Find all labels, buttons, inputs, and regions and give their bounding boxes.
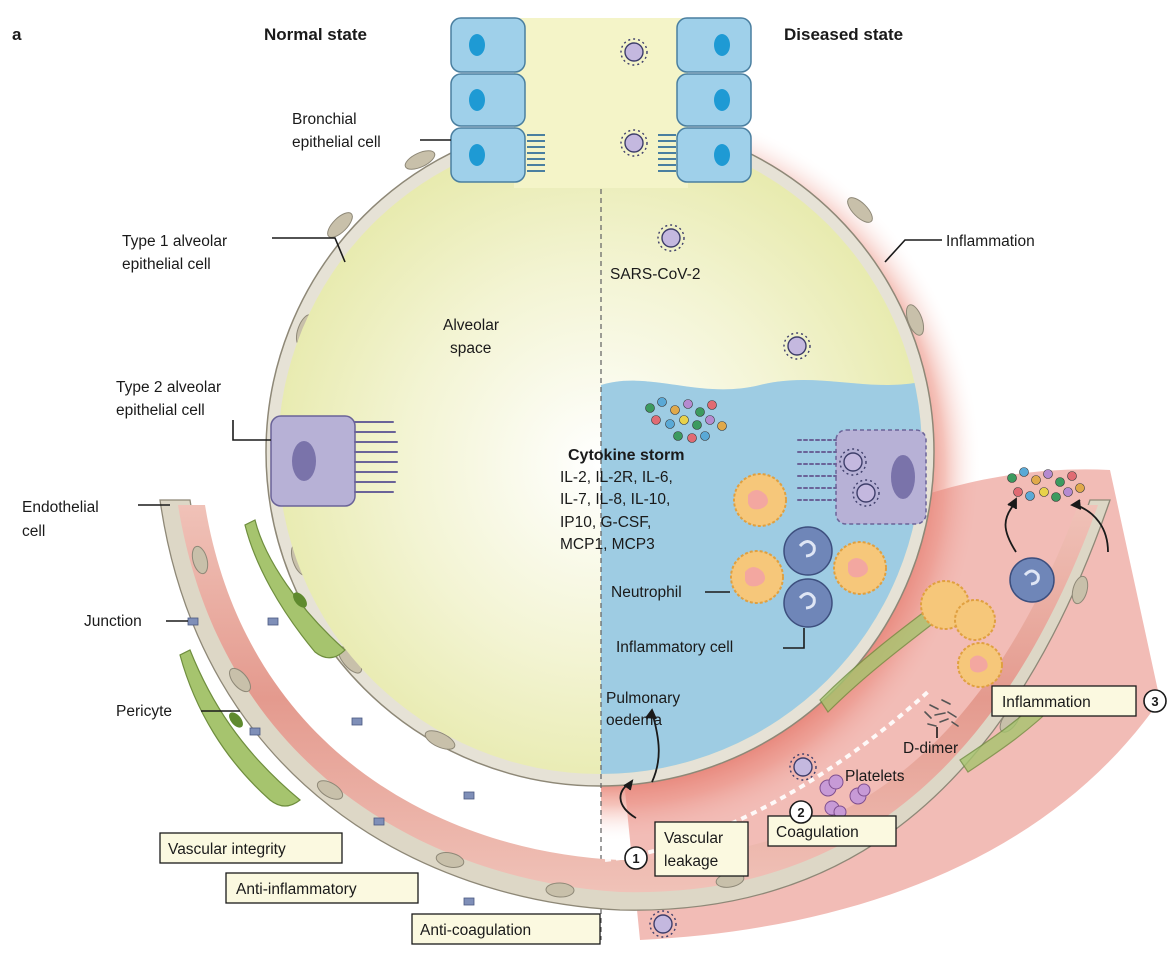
neutrophil-icon (734, 474, 786, 526)
virus-icon (658, 225, 684, 251)
virus-icon (840, 449, 866, 475)
neutrophil-icon (958, 643, 1002, 687)
label-bronchial-1: Bronchial (292, 111, 357, 128)
step-2-number: 2 (797, 805, 804, 820)
label-type2-1: Type 2 alveolar (116, 379, 221, 396)
panel-letter: a (12, 25, 22, 44)
label-endothelial-1: Endothelial (22, 499, 99, 516)
inflammatory-cell-icon (784, 579, 832, 627)
neutrophil-icon (834, 542, 886, 594)
step-3-number: 3 (1151, 694, 1158, 709)
label-alveolar-space-2: space (450, 340, 491, 357)
label-cytokine-title: Cytokine storm (568, 447, 684, 464)
step-1-number: 1 (632, 851, 639, 866)
label-type2-2: epithelial cell (116, 402, 205, 419)
box-text-coagulation: Coagulation (776, 824, 859, 841)
label-oedema-1: Pulmonary (606, 690, 680, 707)
label-alveolar-space-1: Alveolar (443, 317, 499, 334)
virus-icon (621, 39, 647, 65)
virus-icon (784, 333, 810, 359)
label-cytokine-line-1: IL-2, IL-2R, IL-6, (560, 469, 673, 486)
bronchial-epithelium (451, 18, 751, 188)
label-pericyte: Pericyte (116, 703, 172, 720)
label-platelets: Platelets (845, 768, 905, 785)
inflammatory-cell-icon (784, 527, 832, 575)
label-neutrophil: Neutrophil (611, 584, 682, 601)
label-d-dimer: D-dimer (903, 740, 958, 757)
label-oedema-2: oedema (606, 712, 662, 729)
label-type1-2: epithelial cell (122, 256, 211, 273)
label-junction: Junction (84, 613, 142, 630)
box-text-vascular-leakage-2: leakage (664, 853, 718, 870)
label-cytokine-line-4: MCP1, MCP3 (560, 536, 655, 553)
box-text-vascular-integrity: Vascular integrity (168, 841, 286, 858)
virus-icon (621, 130, 647, 156)
neutrophil-icon (731, 551, 783, 603)
virus-icon (650, 911, 676, 937)
label-cytokine-line-3: IP10, G-CSF, (560, 514, 651, 531)
label-virus: SARS-CoV-2 (610, 266, 700, 283)
label-bronchial-2: epithelial cell (292, 134, 381, 151)
label-type1-1: Type 1 alveolar (122, 233, 227, 250)
label-inflammation-top: Inflammation (946, 233, 1035, 250)
virus-icon (790, 754, 816, 780)
header-normal-state: Normal state (264, 25, 367, 44)
header-diseased-state: Diseased state (784, 25, 903, 44)
label-inflammatory-cell: Inflammatory cell (616, 639, 733, 656)
box-text-anti-coagulation: Anti-coagulation (420, 922, 531, 939)
box-text-anti-inflammatory: Anti-inflammatory (236, 881, 357, 898)
inflammatory-cell-icon (1010, 558, 1054, 602)
box-text-inflammation: Inflammation (1002, 694, 1091, 711)
box-text-vascular-leakage-1: Vascular (664, 830, 723, 847)
label-cytokine-line-2: IL-7, IL-8, IL-10, (560, 491, 670, 508)
label-endothelial-2: cell (22, 523, 45, 540)
virus-icon (853, 480, 879, 506)
